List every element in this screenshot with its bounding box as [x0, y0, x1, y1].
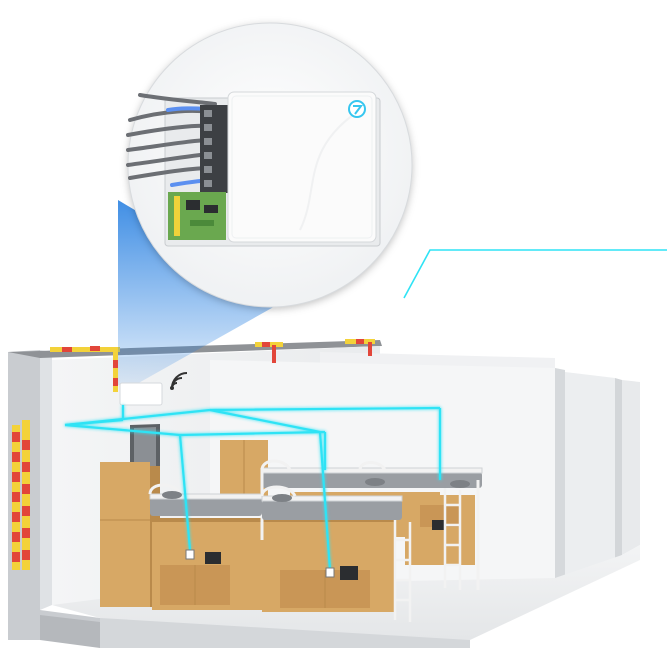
brand-logo-icon: [348, 100, 366, 118]
bed-front-left: [150, 498, 262, 516]
outer-left-wall: [8, 350, 100, 640]
wifi-signal-icon: [170, 372, 188, 390]
network-outlet-1: [185, 549, 195, 560]
device-detail: [126, 91, 381, 247]
bunk-beds: [148, 459, 483, 622]
wall-access-point: [119, 382, 163, 406]
network-cabling: [64, 405, 442, 571]
callout-label: [440, 248, 640, 288]
network-outlet-2: [325, 567, 335, 578]
cabinet-tall: [100, 462, 150, 607]
network-device: [227, 91, 377, 243]
partition-wall-2: [555, 368, 565, 580]
bed-front-right: [262, 500, 402, 520]
callout-line: [403, 249, 667, 299]
hazard-stripes: [12, 339, 375, 570]
